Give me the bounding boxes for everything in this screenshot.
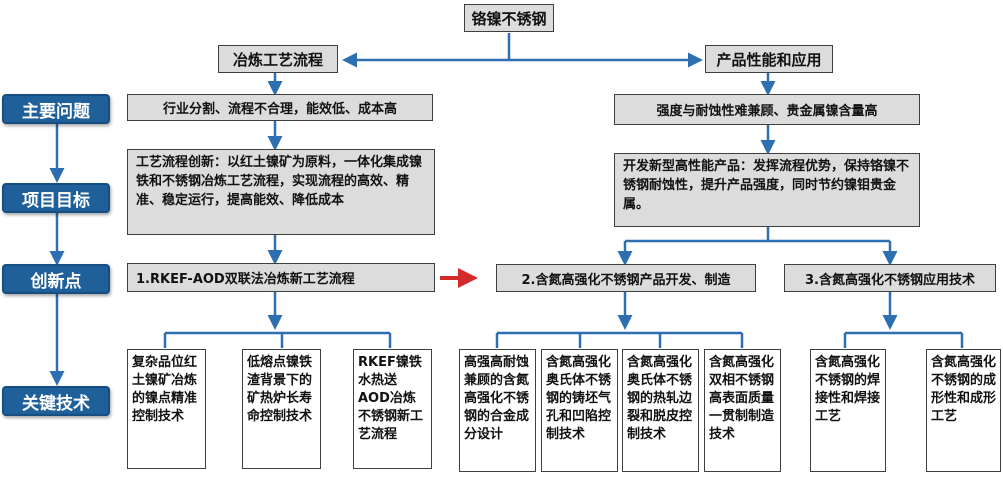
root-node: 铬镍不锈钢 — [464, 4, 554, 32]
key-tech-2-4: 含氮高强化双相不锈钢高表面质量一贯制制造技术 — [704, 349, 781, 472]
label-project-goal: 项目目标 — [2, 183, 110, 213]
key-tech-1-2: 低熔点镍铁渣背景下的矿热炉长寿命控制技术 — [242, 349, 321, 469]
branch-right: 产品性能和应用 — [705, 45, 833, 73]
key-tech-2-3: 含氮高强化奥氏体不锈钢的热轧边裂和脱皮控制技术 — [622, 349, 699, 472]
goal-left: 工艺流程创新：以红土镍矿为原料，一体化集成镍铁和不锈钢冶炼工艺流程，实现流程的高… — [127, 149, 435, 235]
problem-right: 强度与耐蚀性难兼顾、贵金属镍含量高 — [614, 94, 920, 125]
key-tech-1-3: RKEF镍铁水热送AOD冶炼不锈钢新工艺流程 — [353, 349, 432, 469]
label-key-tech: 关键技术 — [2, 386, 110, 416]
key-tech-2-2: 含氮高强化奥氏体不锈钢的铸坯气孔和凹陷控制技术 — [541, 349, 618, 472]
label-innovation: 创新点 — [2, 264, 110, 294]
innovation-3: 3.含氮高强化不锈钢应用技术 — [784, 264, 996, 292]
branch-left: 冶炼工艺流程 — [218, 45, 338, 73]
key-tech-3-1: 含氮高强化不锈钢的焊接性和焊接工艺 — [810, 349, 886, 472]
innovation-1: 1.RKEF-AOD双联法冶炼新工艺流程 — [127, 263, 435, 292]
key-tech-1-1: 复杂品位红土镍矿冶炼的镍点精准控制技术 — [127, 349, 206, 469]
problem-left: 行业分割、流程不合理，能效低、成本高 — [127, 94, 433, 121]
innovation-2: 2.含氮高强化不锈钢产品开发、制造 — [496, 264, 756, 292]
goal-right: 开发新型高性能产品：发挥流程优势，保持铬镍不锈钢耐蚀性，提升产品强度，同时节约镍… — [614, 153, 920, 227]
label-main-problem: 主要问题 — [2, 94, 110, 124]
key-tech-3-2: 含氮高强化不锈钢的成形性和成形工艺 — [926, 349, 1001, 472]
key-tech-2-1: 高强高耐蚀兼顾的含氮高强化不锈钢的合金成分设计 — [459, 349, 536, 472]
